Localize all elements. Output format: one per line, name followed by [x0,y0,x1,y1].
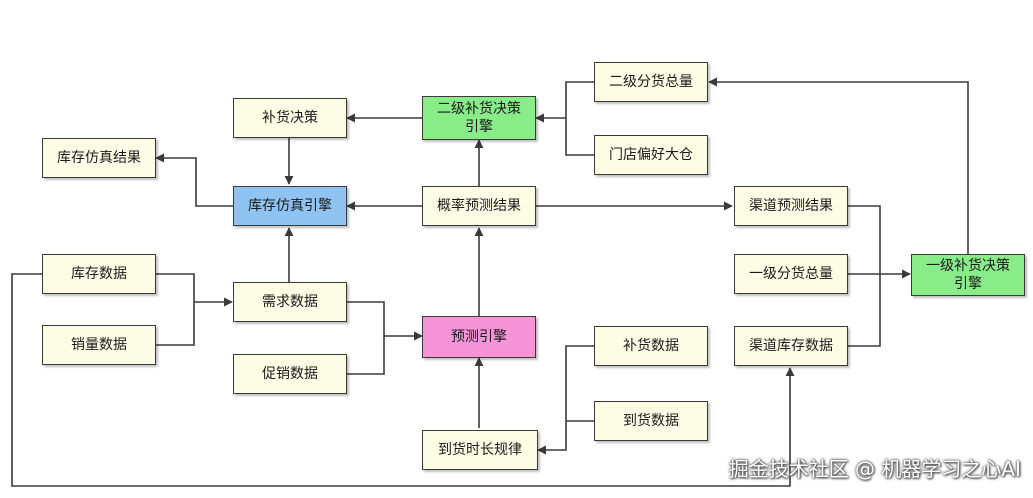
node-replenish-decision: 补货决策 [233,98,347,138]
node-channel-forecast: 渠道预测结果 [734,186,848,226]
node-store-pref: 门店偏好大仓 [594,135,708,175]
node-arrival-data: 到货数据 [594,401,708,441]
node-forecast-engine: 预测引擎 [422,316,536,358]
edge-promo-to-forecast [347,336,385,375]
node-inv-sim-engine: 库存仿真引擎 [233,186,347,226]
node-l2-engine: 二级补货决策 引擎 [422,96,536,140]
edge-inventory-to-channelinv [11,273,795,487]
edge-storepref-to-l2engine [565,118,594,156]
node-l1-engine: 一级补货决策 引擎 [911,254,1025,296]
edge-l1engine-to-l2total [708,77,969,254]
edge-inventory-to-demand [155,273,233,307]
node-prob-forecast: 概率预测结果 [422,186,536,226]
edge-channel-forecast-merge [848,205,881,347]
node-channel-inv: 渠道库存数据 [734,326,848,366]
node-sales-data: 销量数据 [42,325,156,365]
edge-sales-to-demand [155,302,195,346]
node-inv-sim-result: 库存仿真结果 [42,138,156,178]
node-promo-data: 促销数据 [233,354,347,394]
node-inventory-data: 库存数据 [42,254,156,294]
edge-demand-to-forecast [347,301,423,341]
edge-invsim-to-result [155,153,233,207]
node-replenish-data: 补货数据 [594,326,708,366]
edge-l2total-to-l2engine [535,81,594,123]
node-demand-data: 需求数据 [233,282,347,322]
node-l1-total: 一级分货总量 [734,254,848,294]
node-l2-total: 二级分货总量 [594,62,708,102]
watermark: 掘金技术社区 @ 机器学习之心AI [728,457,1021,481]
edge-replenish-to-leadtime [537,345,594,455]
node-lead-time: 到货时长规律 [422,430,538,470]
